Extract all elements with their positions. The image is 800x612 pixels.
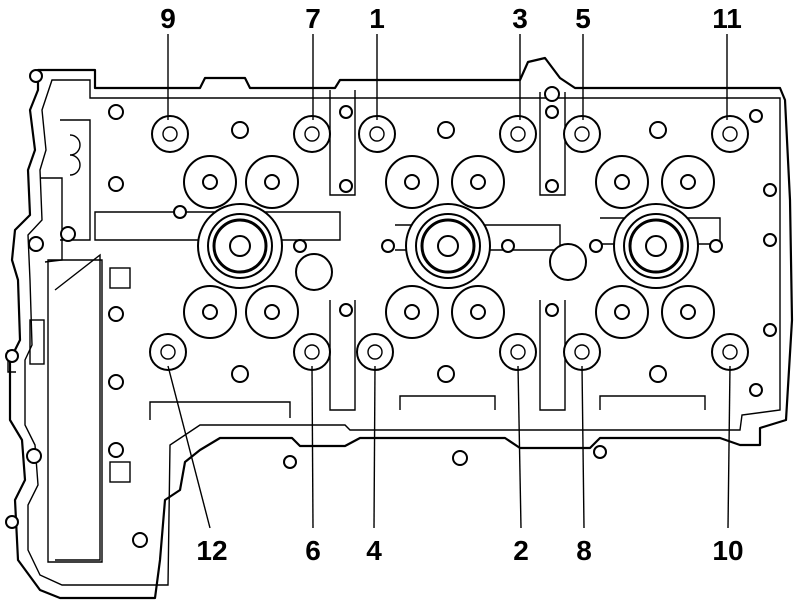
bolt-9: [151, 115, 189, 153]
bolt-label-6: 6: [305, 535, 321, 566]
bolt-12: [149, 333, 187, 371]
bolt-label-1: 1: [369, 3, 385, 34]
bolt-1: [358, 115, 396, 153]
spark-plug-bores: [197, 203, 699, 291]
head-casting-outline: [7, 56, 794, 600]
valve-pockets: [183, 155, 715, 339]
bolt-label-8: 8: [576, 535, 592, 566]
bolt-3: [499, 115, 537, 153]
bolt-4: [356, 333, 394, 371]
bolt-label-4: 4: [366, 535, 382, 566]
cam-chain-housing: [5, 69, 148, 563]
bolt-label-7: 7: [305, 3, 321, 34]
leader-lines: [167, 34, 731, 529]
bolt-label-11: 11: [712, 3, 742, 34]
bolt-label-12: 12: [196, 535, 227, 566]
bolt-label-3: 3: [512, 3, 528, 34]
bolt-6: [293, 333, 331, 371]
bolt-2: [499, 333, 537, 371]
bolt-label-5: 5: [575, 3, 591, 34]
bolt-label-9: 9: [160, 3, 176, 34]
bolt-label-10: 10: [712, 535, 743, 566]
small-holes: [173, 86, 777, 469]
bolt-label-2: 2: [513, 535, 529, 566]
bolt-5: [563, 115, 601, 153]
bolt-8: [563, 333, 601, 371]
bolt-labels: 9 7 1 3 5 11 12 6 4 2 8 10: [160, 3, 743, 566]
bolt-10: [711, 333, 749, 371]
bolt-7: [293, 115, 331, 153]
bolt-11: [711, 115, 749, 153]
